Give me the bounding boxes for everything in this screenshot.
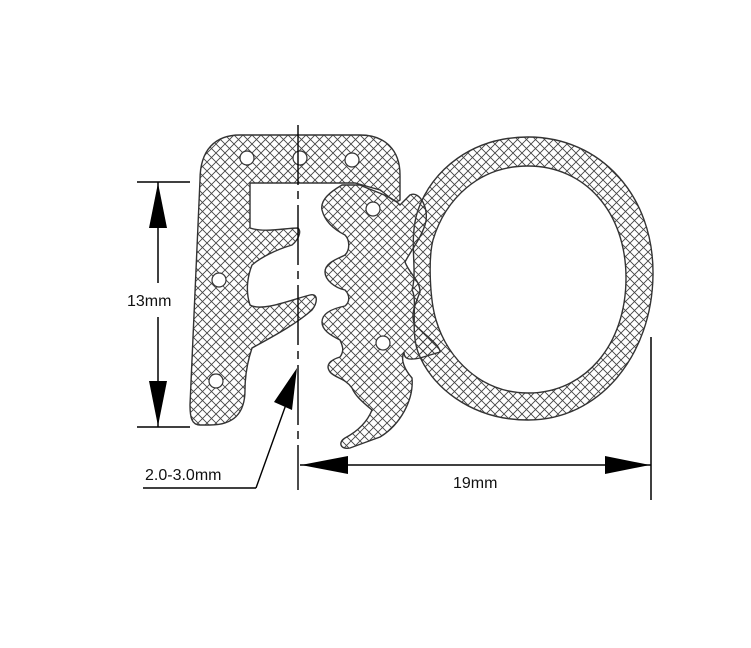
seal-carrier-left bbox=[189, 134, 401, 426]
gap-dimension: 2.0-3.0mm bbox=[143, 368, 297, 489]
arrow-up-icon bbox=[149, 183, 167, 228]
seal-bulb bbox=[411, 136, 654, 421]
width-dimension-label: 19mm bbox=[453, 475, 497, 492]
arrow-down-icon bbox=[149, 381, 167, 426]
height-dimension: 13mm bbox=[127, 181, 190, 428]
width-dimension: 19mm bbox=[300, 337, 652, 500]
gap-dimension-label: 2.0-3.0mm bbox=[145, 467, 221, 484]
arrow-left-icon bbox=[301, 456, 348, 474]
height-dimension-label: 13mm bbox=[127, 293, 171, 310]
arrow-right-icon bbox=[605, 456, 650, 474]
leader-arrow-icon bbox=[274, 368, 297, 410]
seal-clip-right bbox=[321, 184, 441, 450]
